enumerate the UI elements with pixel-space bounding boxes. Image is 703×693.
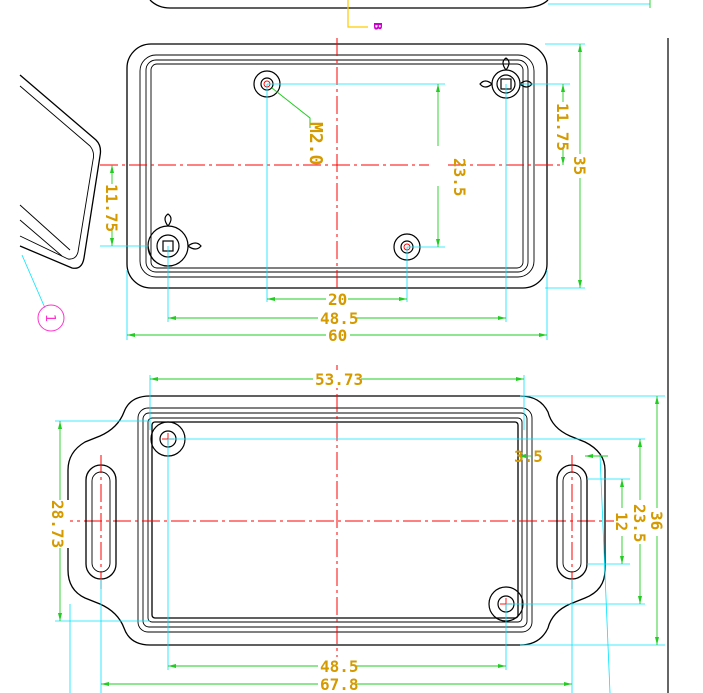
dim-inset: 3.5 (514, 447, 543, 466)
dim-left-offset: 11.75 (102, 184, 121, 232)
dim-left-height: 28.73 (48, 500, 67, 548)
dim-right-offset: 11.75 (553, 103, 572, 151)
bottom-view: 53.73 28.73 3.5 12 23.5 36 (48, 365, 666, 693)
top-view: M2.0 20 48.5 60 23.5 11.75 (100, 38, 589, 345)
item-balloon-number: 1 (42, 314, 57, 322)
section-mark: B (371, 22, 384, 30)
item-balloon (37, 304, 65, 332)
section-fragment-top: B (149, 0, 651, 30)
dim-hole-pitch-x: 20 (328, 290, 347, 309)
dim-bottom-hole-pitch-x: 48.5 (320, 657, 359, 676)
dim-bottom-hole-pitch-y: 23.5 (630, 504, 649, 543)
dim-top-width: 53.73 (315, 370, 363, 389)
dim-base-width: 48.5 (320, 309, 359, 328)
dim-bottom-overall-height: 36 (647, 511, 666, 530)
dim-overall-height: 35 (570, 156, 589, 175)
boss-bottom-left (147, 213, 202, 267)
dim-flange-width: 67.8 (320, 675, 359, 693)
side-view-fragment: 1 (19, 74, 102, 332)
dim-slot-height: 12 (612, 512, 631, 531)
dim-overall-width: 60 (328, 326, 347, 345)
thread-callout: M2.0 (305, 122, 326, 165)
dim-hole-pitch-y: 23.5 (450, 158, 469, 197)
